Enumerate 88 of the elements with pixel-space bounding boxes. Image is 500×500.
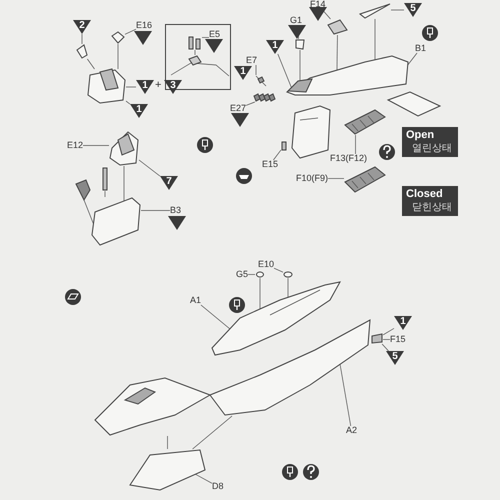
leader-line [126, 86, 136, 88]
part-number: G5 [236, 270, 248, 279]
part-number: A2 [346, 426, 358, 435]
cockpit-floor-drawing [129, 449, 206, 491]
fuselage-upper-drawing [211, 281, 341, 356]
rod-part-drawing [281, 141, 287, 151]
leader-line [140, 210, 170, 211]
leader-line [82, 145, 110, 146]
step-marker: 5 [386, 351, 404, 365]
part-number: E27 [230, 104, 246, 113]
leader-line [194, 50, 196, 56]
part-number: F15 [390, 335, 406, 344]
part-number: E5 [209, 30, 220, 39]
part-number: E12 [67, 141, 84, 150]
leader-line [374, 18, 376, 60]
step-marker: 7 [160, 176, 178, 190]
leader-line [248, 274, 256, 275]
leader-line [124, 28, 136, 35]
mounting-plate-drawing [387, 91, 441, 117]
part-number: E15 [262, 160, 278, 169]
rod-part-drawing [102, 167, 108, 191]
leader-line [104, 190, 106, 198]
leader-line [382, 339, 390, 340]
step-marker: 5 [404, 3, 422, 17]
part-number: E10 [258, 260, 274, 269]
panel-subtitle: 열린상태 [411, 142, 453, 155]
step-marker: 3 [164, 80, 182, 94]
fuselage-lower-drawing [209, 319, 371, 416]
leader-line [194, 474, 212, 484]
small-part-drawing [111, 31, 125, 44]
small-part-drawing [76, 44, 88, 59]
small-part-drawing [255, 271, 265, 278]
leader-line [274, 268, 284, 273]
canopy-part-drawing [295, 39, 305, 50]
leader-line [273, 150, 282, 160]
part-number: F10(F9) [296, 174, 328, 183]
canopy-sill-drawing [171, 55, 230, 77]
state-panel [402, 186, 458, 216]
control-stick-drawing [75, 179, 91, 201]
leader-line [126, 100, 130, 104]
cockpit-tub-drawing [91, 197, 141, 246]
part-number: B3 [170, 206, 182, 215]
leader-line [84, 200, 94, 224]
panel-title: Closed [406, 188, 444, 200]
intake-panel-closed-drawing [344, 166, 386, 193]
panel-title: Open [406, 129, 436, 141]
small-part-drawing [283, 271, 293, 278]
step-marker: 2 [73, 20, 91, 34]
pin-part-drawing [188, 36, 202, 50]
leader-line [336, 34, 338, 70]
leader-line [277, 54, 292, 90]
leader-line [202, 37, 210, 38]
leader-line [200, 304, 230, 330]
part-number: F14 [310, 0, 326, 9]
part-number: D8 [212, 482, 224, 491]
leader-line [192, 416, 232, 450]
plus-sign: + [155, 79, 162, 91]
ejection-seat-drawing [109, 131, 139, 166]
leader-line [406, 52, 418, 66]
leader-line [328, 178, 344, 179]
part-number: A1 [190, 296, 202, 305]
rail-part-drawing [359, 3, 391, 19]
step-marker: 1 [136, 80, 154, 94]
forward-fuselage-drawing [94, 377, 211, 436]
step-marker: 1 [130, 104, 148, 118]
part-number: F13(F12) [330, 154, 368, 163]
leader-line [340, 364, 352, 426]
state-panel [402, 127, 458, 157]
part-number: G1 [290, 16, 302, 25]
leader-line [167, 436, 168, 450]
leader-line [382, 344, 389, 352]
part-number: E16 [136, 21, 152, 30]
rod-part-drawing [371, 333, 383, 344]
part-number: B1 [415, 44, 426, 53]
step-marker: 1 [266, 40, 284, 54]
instrument-panel-drawing [327, 19, 348, 35]
small-part-drawing [255, 75, 267, 87]
leader-line [246, 102, 256, 106]
intake-panel-open-drawing [344, 109, 386, 135]
panel-subtitle: 닫힌상태 [411, 201, 453, 214]
leader-line [87, 58, 95, 70]
part-number: E7 [246, 56, 258, 65]
leader-line [355, 134, 356, 154]
step-marker: 1 [394, 316, 412, 330]
leader-line [138, 160, 160, 176]
leader-line [382, 328, 394, 336]
step-marker: 1 [234, 66, 252, 80]
ejection-seat-drawing [88, 69, 126, 104]
